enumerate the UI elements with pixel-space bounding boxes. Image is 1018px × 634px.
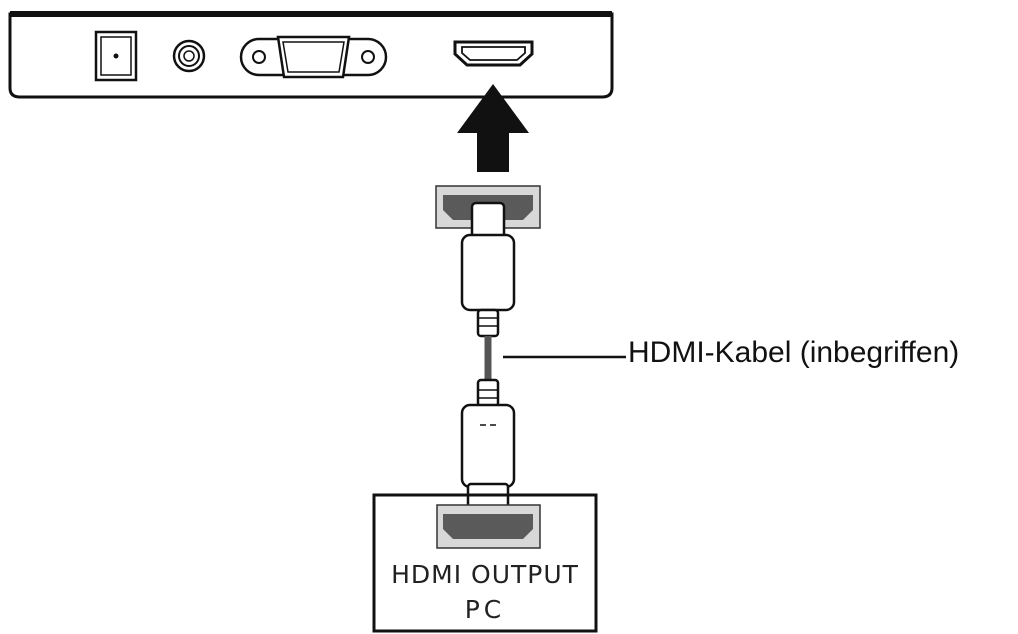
- pc-hdmi-port: [436, 504, 541, 549]
- pc-box: [372, 493, 598, 633]
- arrow-up-icon: [457, 84, 529, 172]
- top-cable-connector: [460, 201, 516, 338]
- cable-label: HDMI-Kabel (inbegriffen): [628, 336, 960, 369]
- audio-jack-icon: [172, 39, 206, 73]
- dc-power-jack-icon: [94, 30, 138, 82]
- pc-name-label: PC: [464, 595, 506, 624]
- vga-port-icon: [239, 35, 388, 79]
- pc-output-label: HDMI OUTPUT: [391, 560, 579, 589]
- hdmi-cable: [484, 336, 626, 380]
- hdmi-port-icon: [453, 40, 534, 67]
